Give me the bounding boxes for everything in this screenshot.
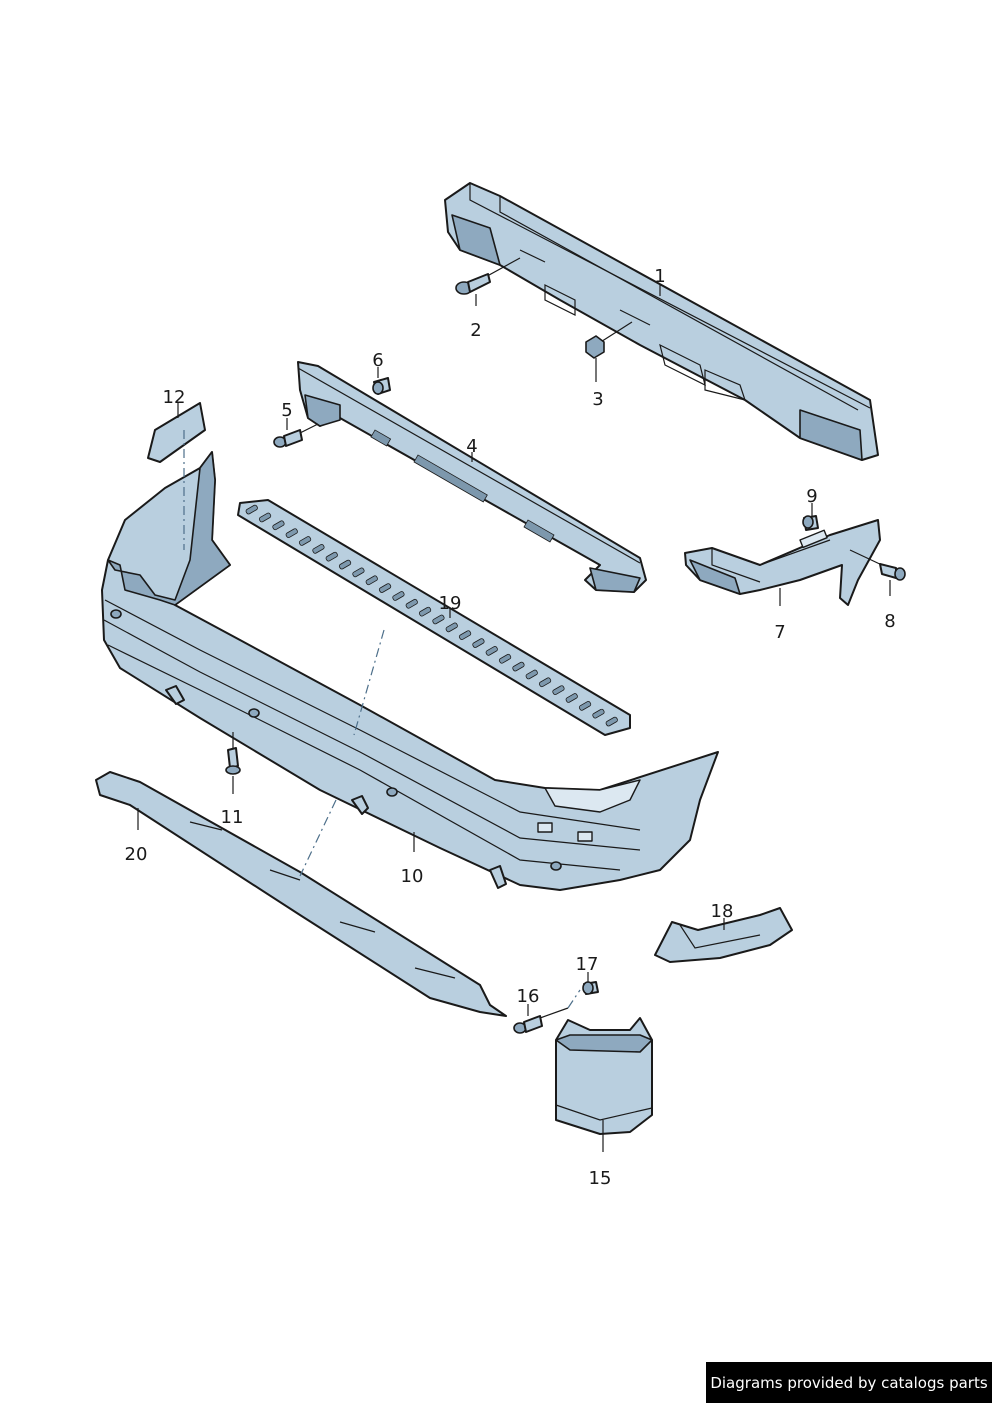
strip-rib [552,685,565,695]
callout-16: 16 [517,986,540,1007]
strip-rib [418,606,432,617]
part-17-clip [582,972,599,995]
strip-rib [272,520,285,531]
strip-rib [312,544,325,554]
callout-4: 4 [466,436,477,457]
strip-rib [432,614,445,625]
part-5-clip-screw [273,418,319,448]
part-19-protection-strip [237,499,631,736]
strip-rib [352,567,365,578]
part-15-end-cap [555,1017,653,1152]
strip-rib [378,583,392,593]
callout-2: 2 [470,320,481,341]
strip-rib [298,536,312,546]
callout-18: 18 [711,901,734,922]
callout-7: 7 [774,622,785,643]
part-9-clip [802,503,819,531]
strip-rib [245,504,258,515]
strip-rib [472,638,485,648]
callout-5: 5 [281,400,292,421]
part-6-rivet [372,367,391,395]
part-3-nut [585,321,633,382]
part-4-carrier-rail [297,361,647,593]
strip-rib [365,575,378,586]
part-10-bumper-cover [101,451,719,891]
strip-rib [525,669,538,680]
part-16-screw [513,1004,569,1034]
assembly-line-4 [567,989,581,1009]
strip-rib [445,622,458,633]
strip-rib [285,528,298,538]
strip-rib [498,653,512,664]
callout-1: 1 [654,266,665,287]
part-18-deflector [654,907,793,963]
strip-rib [405,598,418,609]
callout-20: 20 [125,844,148,865]
part-11-clip [225,732,241,794]
strip-rib [512,661,525,672]
strip-rib [338,559,352,570]
callout-9: 9 [806,486,817,507]
strip-ribs [245,504,618,727]
part-20-lower-trim [95,771,507,1017]
callout-6: 6 [372,350,383,371]
attribution-banner: Diagrams provided by catalogs parts [706,1362,992,1403]
callout-3: 3 [592,389,603,410]
part-12-pad [147,402,206,463]
callout-8: 8 [884,611,895,632]
strip-rib [578,701,592,711]
part-7-side-bracket [684,519,881,606]
callout-17: 17 [576,954,599,975]
callout-12: 12 [163,387,186,408]
strip-rib [325,551,338,562]
part-2-screw [455,257,521,306]
strip-rib [538,677,552,688]
assembly-line-2 [299,799,337,877]
callout-15: 15 [589,1168,612,1189]
callout-19: 19 [439,593,462,614]
part-8-screw [849,549,906,596]
strip-rib [485,646,498,656]
strip-rib [565,693,578,703]
strip-rib [458,630,472,640]
callout-10: 10 [401,866,424,887]
strip-rib [605,716,618,727]
callout-11: 11 [221,807,244,828]
part-1-reinforcement-beam [444,182,879,461]
strip-rib [258,512,272,523]
strip-rib [592,708,605,719]
strip-rib [392,591,405,601]
